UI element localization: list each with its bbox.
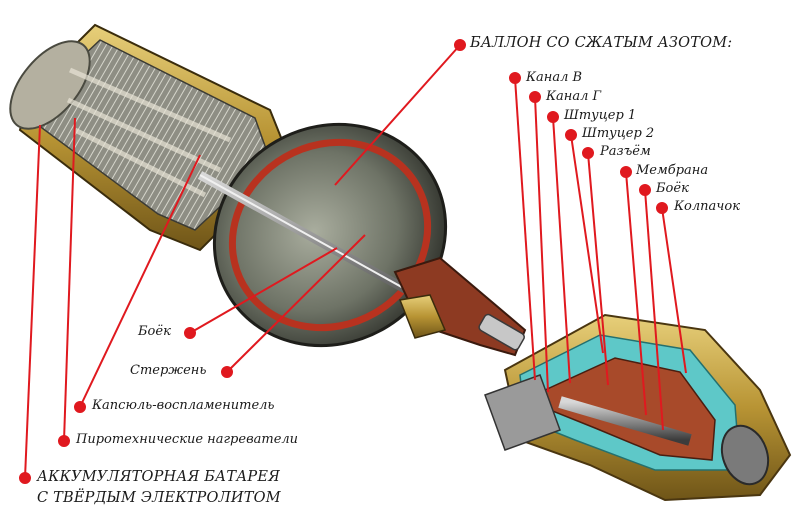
- dot-striker-right: [639, 184, 651, 196]
- label-battery-line1: АККУМУЛЯТОРНАЯ БАТАРЕЯ: [37, 469, 281, 485]
- valve-cross-section: [484, 313, 792, 502]
- label-primer-igniter: Капсюль-воспламенитель: [92, 398, 275, 413]
- dot-channel-g: [529, 91, 541, 103]
- battery-cylinder-device: [9, 23, 527, 357]
- sphere-inner-wall: [228, 138, 432, 332]
- dot-rod: [221, 366, 233, 378]
- dot-primer: [74, 401, 86, 413]
- pyro-heater-bands: [66, 67, 232, 198]
- dot-channel-v: [509, 72, 521, 84]
- dot-pyro: [58, 435, 70, 447]
- label-channel-g: Канал Г: [546, 89, 602, 104]
- dot-cap: [656, 202, 668, 214]
- dot-nitrogen: [454, 39, 466, 51]
- label-battery-line2: С ТВЁРДЫМ ЭЛЕКТРОЛИТОМ: [37, 490, 281, 506]
- label-striker-right: Боёк: [656, 181, 689, 196]
- dot-battery: [19, 472, 31, 484]
- valve-cap-end: [720, 424, 770, 486]
- label-fitting-1: Штуцер 1: [564, 108, 637, 123]
- dot-fitting-2: [565, 129, 577, 141]
- dot-connector: [582, 147, 594, 159]
- label-channel-v: Канал В: [526, 70, 583, 85]
- label-striker-left: Боёк: [138, 324, 171, 339]
- label-fitting-2: Штуцер 2: [582, 126, 655, 141]
- label-pyro-heaters: Пиротехнические нагреватели: [76, 432, 299, 447]
- dot-fitting-1: [547, 111, 559, 123]
- label-cap: Колпачок: [674, 199, 740, 214]
- valve-grey-base: [484, 374, 561, 451]
- label-membrane: Мембрана: [636, 163, 709, 178]
- nitrogen-sphere: [212, 122, 448, 348]
- dot-membrane: [620, 166, 632, 178]
- nozzle-brass-ring: [398, 294, 447, 339]
- label-nitrogen-cylinder: БАЛЛОН СО СЖАТЫМ АЗОТОМ:: [470, 35, 733, 51]
- dot-striker-left: [184, 327, 196, 339]
- nozzle-tip: [478, 313, 525, 351]
- label-connector: Разъём: [600, 144, 651, 159]
- leader-lines: [19, 39, 687, 484]
- label-rod: Стержень: [130, 363, 207, 378]
- valve-steel-channel: [558, 396, 692, 446]
